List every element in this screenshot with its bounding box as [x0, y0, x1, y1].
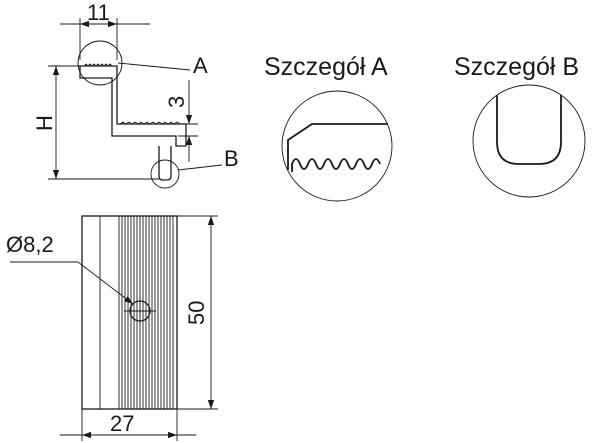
u-slot	[158, 146, 172, 181]
height-dim-label-front: 50	[184, 301, 209, 325]
detail-b-title: Szczegół B	[454, 53, 579, 81]
detail-b-u-slot	[496, 95, 562, 165]
width-dim-label: 11	[87, 0, 110, 25]
detail-a-zoom-circle	[281, 90, 393, 202]
detail-b-zoom-circle	[472, 84, 586, 198]
detail-a-marker: A	[193, 53, 208, 78]
front-view: Ø8,2 50 27	[6, 215, 218, 441]
detail-a-title: Szczegół A	[264, 53, 388, 81]
knurl-top	[83, 63, 113, 67]
detail-a-chamfer	[287, 123, 388, 170]
knurl-middle	[119, 121, 181, 125]
height-dim-label: H	[32, 115, 57, 131]
profile-outline	[79, 65, 187, 147]
detail-b-marker: B	[224, 146, 239, 171]
profile-view: 11 H 3 A B	[32, 0, 239, 189]
detail-a-knurl	[291, 158, 381, 172]
detail-a: Szczegół A	[264, 53, 393, 202]
hole-dim-label: Ø8,2	[6, 232, 54, 257]
detail-b-circle	[150, 159, 180, 189]
depth-dim-label: 3	[164, 96, 189, 108]
detail-b: Szczegół B	[454, 53, 586, 198]
front-view-outline	[81, 215, 178, 410]
width-dim-label-front: 27	[110, 411, 134, 436]
